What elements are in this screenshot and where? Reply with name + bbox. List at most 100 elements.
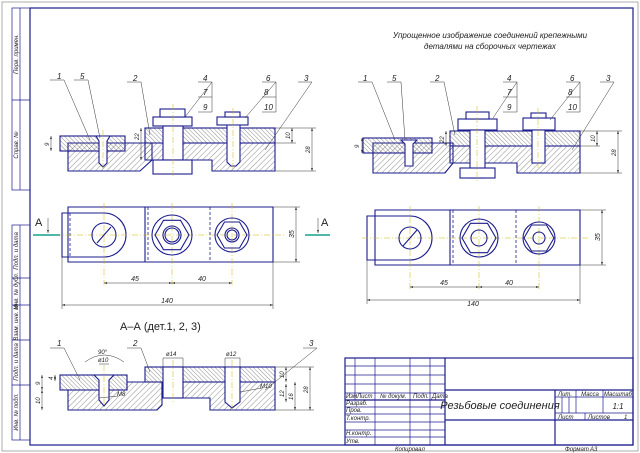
scale-label: Масштаб (604, 392, 633, 398)
callout-7: 7 (203, 88, 208, 97)
callout-2: 2 (434, 74, 440, 83)
role-checker: Пров. (346, 408, 362, 414)
dim-d14: ø14 (166, 352, 177, 358)
dim-angle: 90° (98, 350, 108, 356)
bolt-4-nut (154, 219, 190, 251)
section-view-simplified: 1 5 2 4 7 9 6 8 10 3 9 22 10 28 (355, 74, 622, 182)
callout-4: 4 (203, 74, 208, 83)
dim-4: 4 (49, 376, 55, 380)
stamp-label: Справ. № (13, 131, 20, 159)
dim-m10: М10 (260, 384, 272, 390)
part-1-plate (59, 135, 126, 152)
callout-6: 6 (266, 74, 271, 83)
role-norm-control: Н.контр. (346, 431, 371, 437)
callout-7: 7 (507, 88, 512, 97)
callout-3: 3 (606, 74, 611, 83)
callout-2: 2 (132, 74, 138, 83)
plan-view-simplified: 45 40 140 35 (362, 206, 606, 308)
stamp-label: Инв. № подл. (13, 393, 20, 430)
dim-10: 10 (286, 132, 292, 139)
callout-5: 5 (392, 74, 397, 83)
drawing-title: Резьбовые соединения (440, 400, 560, 412)
callout-9: 9 (203, 103, 208, 112)
dim-28: 28 (304, 386, 310, 394)
role-approved: Утв. (345, 439, 360, 445)
dim-9: 9 (45, 142, 51, 146)
dim-9: 9 (36, 381, 42, 385)
dim-35: 35 (289, 230, 296, 238)
dim-10: 10 (280, 371, 286, 378)
screw-5-head (91, 222, 117, 248)
screw-6-nut (216, 221, 248, 249)
stamp-label: Взам. инв. № (13, 303, 20, 341)
bolt-4-head (152, 116, 193, 127)
format-label: Формат (565, 447, 589, 453)
nut-7 (152, 159, 193, 175)
section-mark-a: А (321, 217, 329, 229)
header-date: Дата (431, 394, 448, 400)
mass-label: Масса (581, 392, 599, 398)
stamp-label: Перв. примен. (14, 34, 20, 74)
callout-8: 8 (264, 88, 269, 97)
sheet-label: Лист (557, 415, 573, 421)
dim-16: 16 (289, 393, 295, 400)
section-a-a: А–А (дет.1, 2, 3) 1 2 3 (36, 321, 318, 411)
callout-1: 1 (57, 339, 61, 348)
drawing-note-line2: деталями на сборочных чертежах (424, 42, 557, 51)
dim-40: 40 (505, 280, 513, 287)
dim-140: 140 (467, 301, 479, 308)
header-doc-no: № докум. (380, 393, 406, 400)
stamp-label: Подп. и дата (14, 343, 20, 381)
callout-6: 6 (570, 74, 575, 83)
dim-m8: М8 (117, 392, 126, 398)
screw-6-head (216, 116, 249, 126)
callout-2: 2 (132, 339, 138, 348)
callout-3: 3 (304, 74, 309, 83)
screw-5 (95, 135, 111, 168)
callout-1: 1 (57, 72, 61, 81)
plan-view-detailed: А А 45 40 140 35 (33, 203, 330, 309)
role-tech-control: Т.контр. (346, 416, 370, 422)
scale-value: 1:1 (612, 402, 623, 411)
dim-d10: ø10 (98, 358, 109, 364)
callout-4: 4 (507, 74, 512, 83)
dim-40: 40 (198, 276, 206, 283)
dim-22: 22 (440, 136, 446, 144)
stamp-label: Подп. и дата (14, 232, 20, 270)
callout-9: 9 (507, 103, 512, 112)
dim-35: 35 (595, 233, 602, 241)
callout-10: 10 (264, 103, 273, 112)
dim-22: 22 (135, 133, 141, 141)
callout-10: 10 (568, 103, 577, 112)
callout-5: 5 (80, 72, 85, 81)
dim-9: 9 (355, 144, 361, 148)
dim-28: 28 (612, 149, 618, 157)
dim-45: 45 (440, 280, 448, 287)
side-stamps: Перв. примен. Справ. № Подп. и дата Инв.… (11, 7, 31, 441)
copied-label: Копировал (395, 447, 425, 453)
drawing-note-line1: Упрощенное изображение соединений крепеж… (392, 31, 588, 40)
dim-d12: ø12 (226, 352, 237, 358)
sheets-label: Листов (587, 415, 610, 421)
dim-140: 140 (161, 298, 173, 305)
callout-3: 3 (309, 339, 314, 348)
dim-28: 28 (306, 146, 312, 154)
stamp-label: Инв. № дубл. (13, 273, 20, 310)
dim-45: 45 (131, 276, 139, 283)
sheets-count: 1 (624, 415, 627, 421)
section-title: А–А (дет.1, 2, 3) (120, 321, 201, 333)
format-value: А3 (589, 447, 598, 453)
dim-10: 10 (591, 135, 597, 142)
lit-label: Лит. (557, 392, 572, 398)
dim-12: 12 (280, 390, 286, 397)
header-sign: Подп. (413, 394, 429, 400)
title-block: Изм Лист № докум. Подп. Дата Разраб. Про… (344, 357, 634, 446)
hole-d12 (224, 366, 241, 409)
dim-10: 10 (36, 397, 42, 404)
header-izm: Изм (346, 394, 357, 400)
screw-6-shaft (226, 124, 241, 167)
section-mark-a: А (35, 217, 43, 229)
callout-1: 1 (363, 74, 367, 83)
